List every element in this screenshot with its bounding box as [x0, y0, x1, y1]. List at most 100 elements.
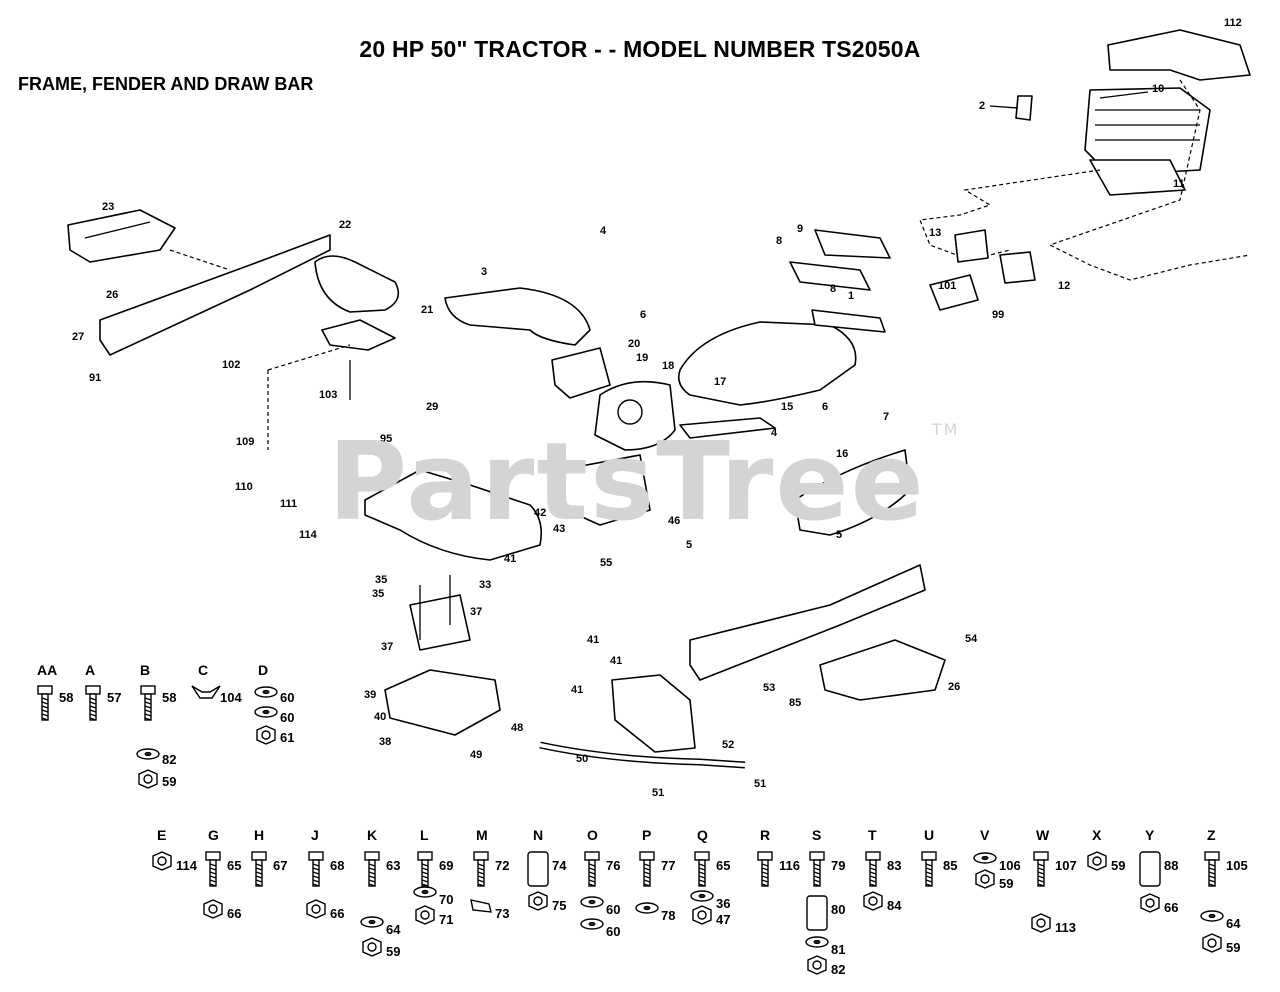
callout-3: 3	[481, 266, 487, 278]
callout-85: 85	[789, 697, 801, 709]
callout-42: 42	[534, 507, 546, 519]
callout-27: 27	[72, 331, 84, 343]
legend-letter-V: V	[980, 827, 990, 843]
callout-23: 23	[102, 201, 114, 213]
bracket-13	[954, 229, 989, 263]
callout-51: 51	[754, 778, 766, 790]
hardware-o-60-icon	[580, 896, 604, 908]
main-frame-54	[689, 564, 926, 681]
grill-9	[814, 229, 891, 259]
bracket-38	[409, 594, 471, 651]
legend-letter-Q: Q	[697, 827, 708, 843]
legend-letter-C: C	[198, 662, 208, 678]
panel-48	[554, 454, 651, 526]
callout-4: 4	[600, 225, 607, 237]
callout-22: 22	[339, 219, 351, 231]
legend-letter-R: R	[760, 827, 770, 843]
callout-26: 26	[948, 681, 960, 693]
callout-15: 15	[781, 401, 793, 413]
part-number-116: 116	[779, 858, 800, 873]
hardware-b-82-icon	[136, 748, 160, 760]
part-number-59: 59	[1111, 858, 1125, 873]
part-number-36: 36	[716, 896, 730, 911]
callout-55: 55	[600, 557, 612, 569]
fender-3	[444, 287, 591, 346]
part-number-66: 66	[227, 906, 241, 921]
part-number-74: 74	[552, 858, 567, 873]
legend-letter-W: W	[1036, 827, 1050, 843]
part-number-65: 65	[716, 858, 730, 873]
part-number-65: 65	[227, 858, 241, 873]
callout-12: 12	[1058, 280, 1070, 292]
callout-4: 4	[771, 427, 778, 439]
clip-2	[1015, 95, 1033, 121]
bracket-12	[999, 251, 1036, 284]
part-number-59: 59	[386, 944, 400, 959]
hardware-v-106-icon	[973, 852, 997, 864]
callout-52: 52	[722, 739, 734, 751]
legend-letter-G: G	[208, 827, 219, 843]
callout-29: 29	[426, 401, 438, 413]
hardware-v-59-icon	[975, 869, 995, 889]
part-number-67: 67	[273, 858, 287, 873]
part-number-64: 64	[1226, 916, 1241, 931]
callout-37: 37	[470, 606, 482, 618]
hardware-legend-bottom: E114G6566H67J6866K636459L697071M7273N747…	[152, 827, 1248, 977]
seat-23	[314, 255, 400, 313]
callout-46: 46	[668, 515, 680, 527]
legend-letter-S: S	[812, 827, 821, 843]
hardware-p-78-icon	[635, 902, 659, 914]
part-number-60: 60	[606, 902, 620, 917]
part-number-59: 59	[1226, 940, 1240, 955]
bracket-21	[551, 347, 611, 399]
callout-51: 51	[652, 787, 664, 799]
callout-101: 101	[938, 280, 956, 292]
callout-7: 7	[883, 411, 889, 423]
hardware-l-69-icon	[417, 851, 433, 887]
callout-8: 8	[776, 235, 782, 247]
part-number-106: 106	[999, 858, 1021, 873]
hardware-n-74-icon	[527, 851, 549, 887]
callout-109: 109	[236, 436, 254, 448]
part-number-81: 81	[831, 942, 845, 957]
strip-17	[679, 417, 776, 439]
hood-18	[677, 321, 857, 406]
part-number-58: 58	[162, 690, 176, 705]
callout-41: 41	[587, 634, 599, 646]
callout-8: 8	[830, 283, 836, 295]
part-number-114: 114	[176, 858, 198, 873]
hardware-s-81-icon	[805, 936, 829, 948]
legend-letter-Z: Z	[1207, 827, 1216, 843]
hardware-y-88-icon	[1139, 851, 1161, 887]
hardware-aa-58-icon	[37, 685, 53, 721]
legend-letter-M: M	[476, 827, 488, 843]
callout-99: 99	[992, 309, 1004, 321]
hardware-g-65-icon	[205, 851, 221, 887]
cowl-43	[364, 469, 543, 561]
seat-bracket-114	[1107, 29, 1251, 81]
hardware-t-84-icon	[863, 891, 883, 911]
hardware-y-66-icon	[1140, 893, 1160, 913]
hardware-t-83-icon	[865, 851, 881, 887]
part-number-60: 60	[280, 710, 294, 725]
callout-114: 114	[299, 529, 318, 541]
callout-40: 40	[374, 711, 386, 723]
callout-54: 54	[965, 633, 978, 645]
callout-9: 9	[797, 223, 803, 235]
callout-20: 20	[628, 338, 640, 350]
page-title: 20 HP 50" TRACTOR - - MODEL NUMBER TS205…	[359, 36, 921, 62]
hardware-h-67-icon	[251, 851, 267, 887]
callout-18: 18	[662, 360, 674, 372]
hardware-s-82-icon	[807, 955, 827, 975]
legend-letter-U: U	[924, 827, 934, 843]
draw-bar-27	[67, 209, 176, 263]
callout-35: 35	[372, 588, 384, 600]
part-number-57: 57	[107, 690, 121, 705]
hardware-p-77-icon	[639, 851, 655, 887]
part-number-88: 88	[1164, 858, 1178, 873]
callout-111: 111	[280, 498, 297, 510]
callout-43: 43	[553, 523, 565, 535]
callout-103: 103	[319, 389, 337, 401]
